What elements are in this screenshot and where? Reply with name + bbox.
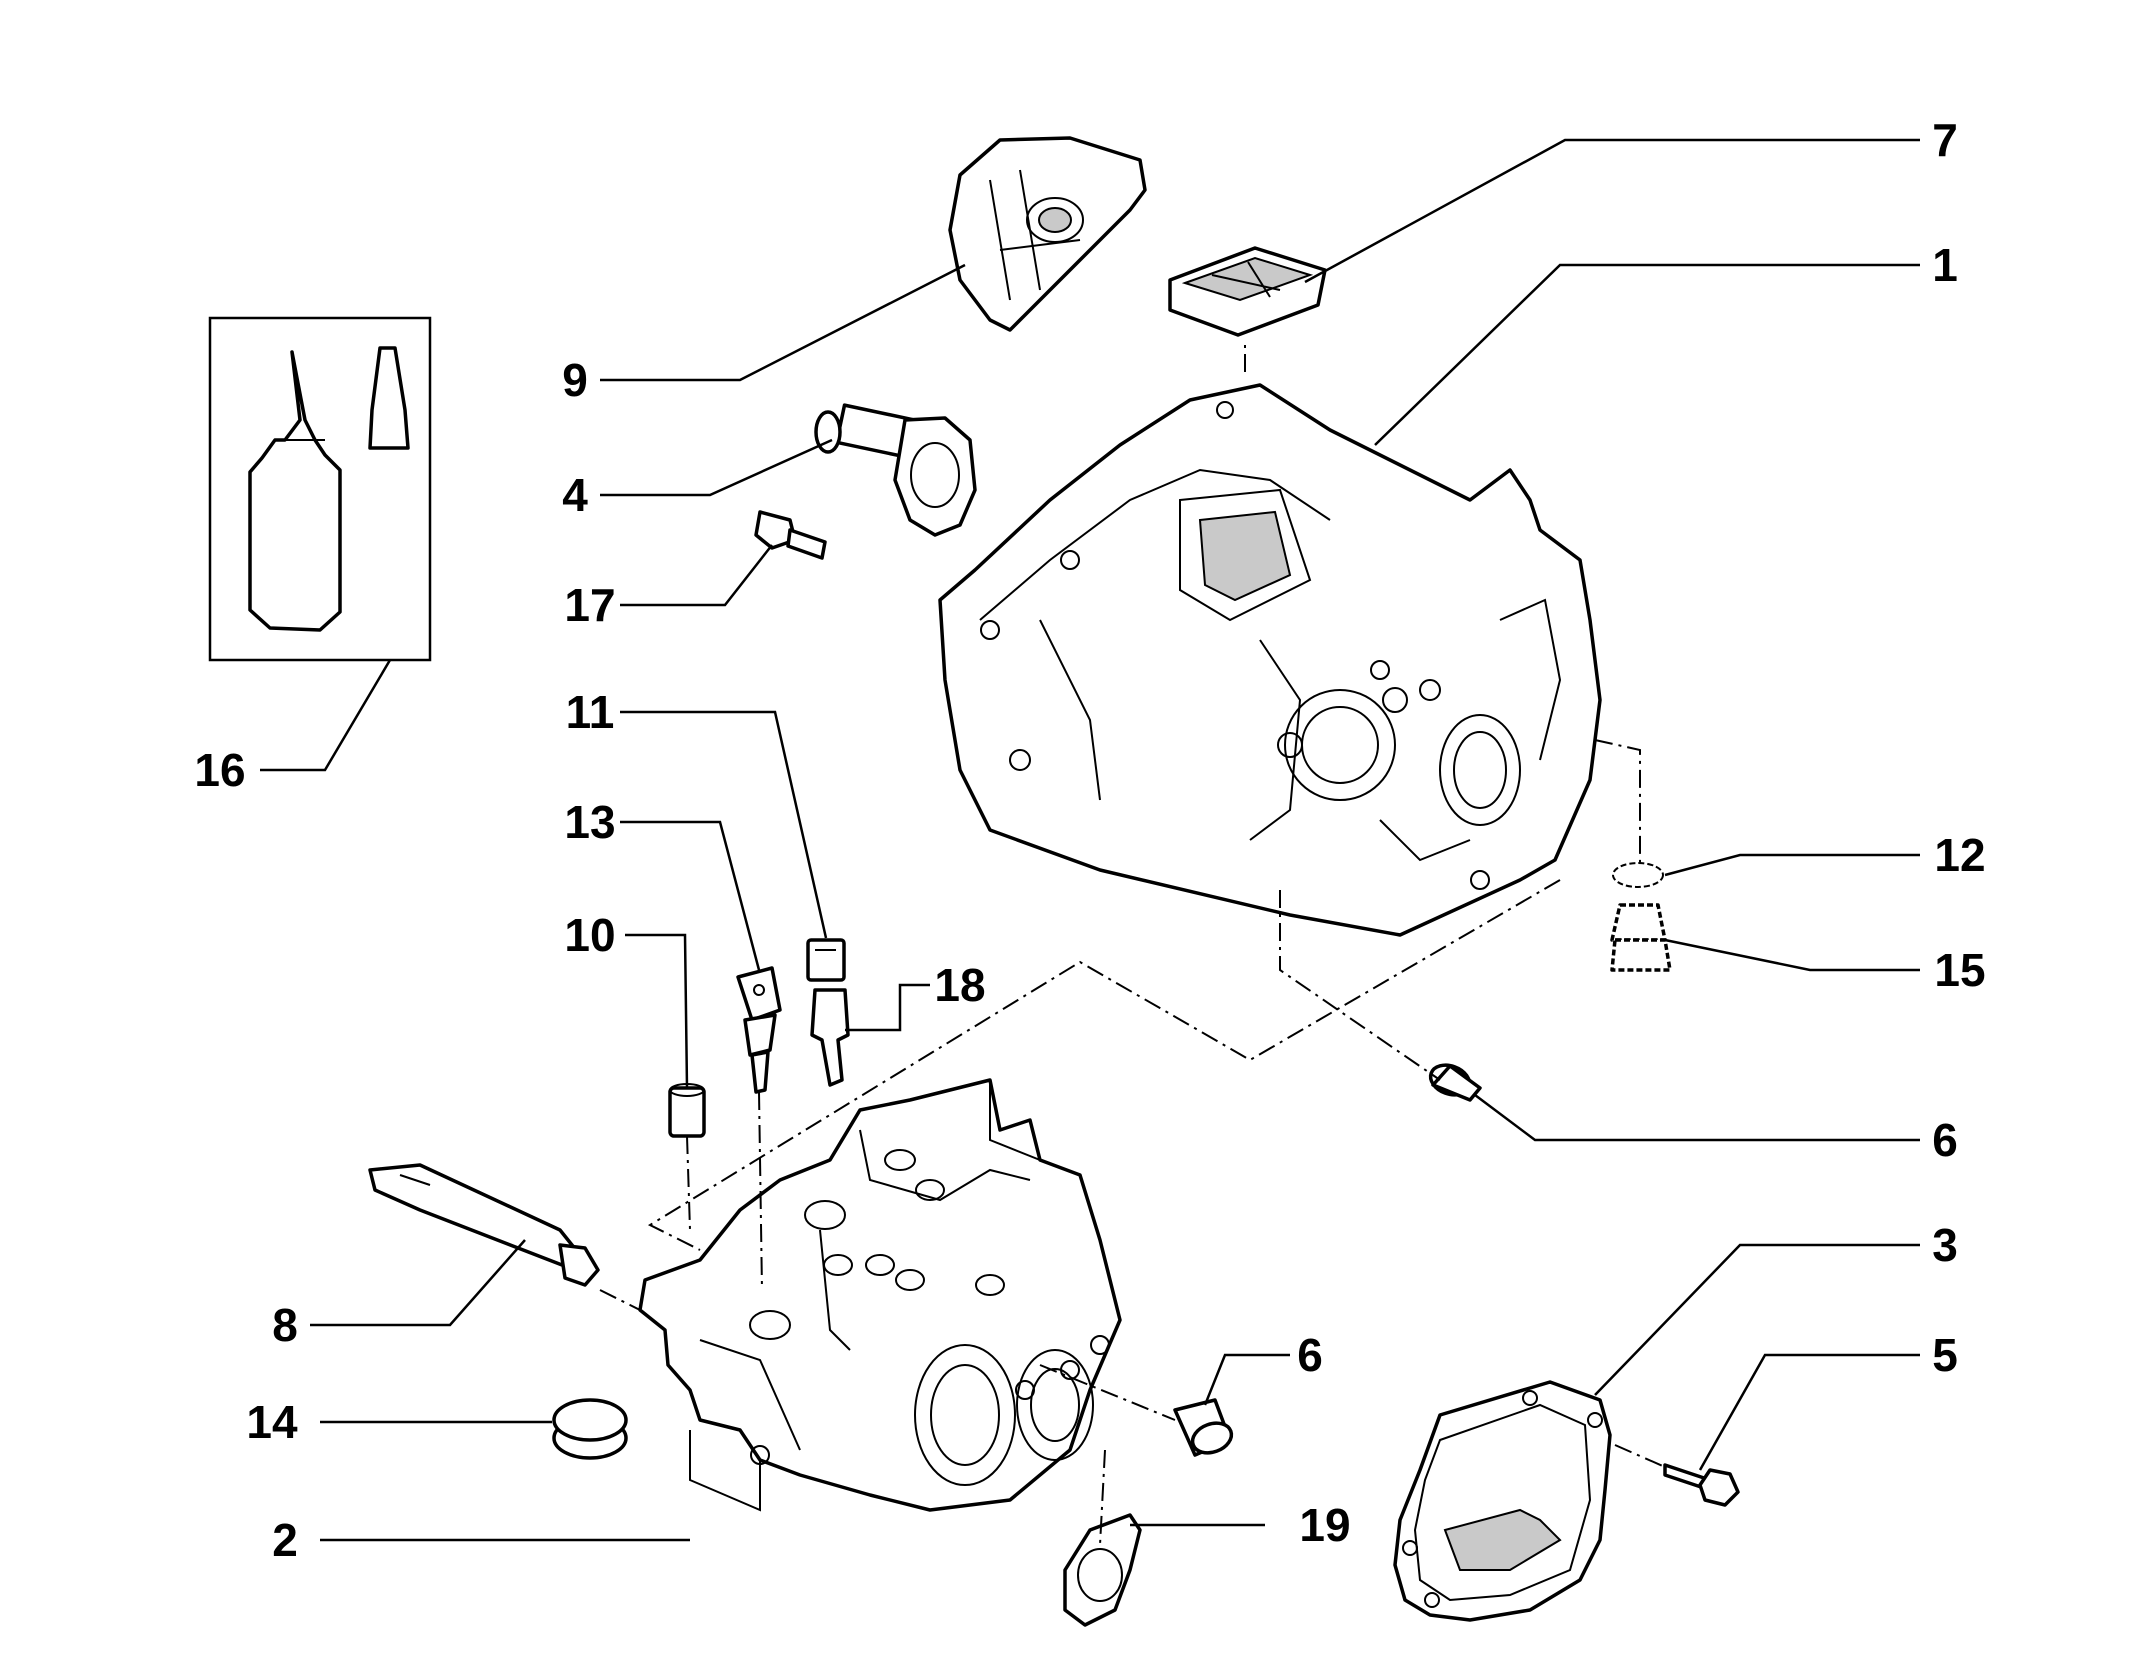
callout-labels: 7 1 9 4 17 16 11 13 10 18 12 15 6 6 8 14… [194,114,1985,1566]
callout-17: 17 [564,579,615,631]
part-17-bolt [754,510,827,560]
callout-9: 9 [562,354,588,406]
callout-5: 5 [1932,1329,1958,1381]
callout-10: 10 [564,909,615,961]
part-4-guide-sleeve [814,403,977,537]
callout-2: 2 [272,1514,298,1566]
part-8-dipstick [368,1163,600,1287]
part-10-plug [668,1083,706,1138]
part-6-bushing-upper [1428,1063,1482,1102]
part-12-seal-ring [1612,862,1664,888]
callout-15: 15 [1934,944,1985,996]
part-6-bushing-lower [1173,1398,1234,1457]
callout-6-lower: 6 [1297,1329,1323,1381]
part-14-cap [552,1398,628,1460]
callout-1: 1 [1932,239,1958,291]
callout-12: 12 [1934,829,1985,881]
callout-8: 8 [272,1299,298,1351]
callout-7: 7 [1932,114,1958,166]
callout-16: 16 [194,744,245,796]
part-3-end-cover [1393,1380,1612,1622]
callout-4: 4 [562,469,588,521]
callout-14: 14 [246,1396,298,1448]
leader-lines [260,138,1920,1542]
callout-6-upper: 6 [1932,1114,1958,1166]
part-9-shield [948,136,1147,332]
part-19-gasket-plate [1063,1513,1142,1627]
part-5-bolt [1663,1463,1740,1507]
callout-19: 19 [1299,1499,1350,1551]
part-13-sensor [736,966,782,1094]
callout-3: 3 [1932,1219,1958,1271]
part-7-filter-plate [1168,246,1327,337]
part-16-sealant-kit [208,316,432,662]
assembly-center-lines [599,345,1666,1546]
part-11-connector [806,938,846,982]
part-2-gearbox-casing [638,1078,1122,1512]
part-18-sensor [810,988,850,1087]
callout-13: 13 [564,796,615,848]
part-1-gearbox-housing [938,383,1602,937]
part-15-drain-plug [1610,903,1672,972]
callout-11: 11 [566,686,615,738]
callout-18: 18 [934,959,985,1011]
